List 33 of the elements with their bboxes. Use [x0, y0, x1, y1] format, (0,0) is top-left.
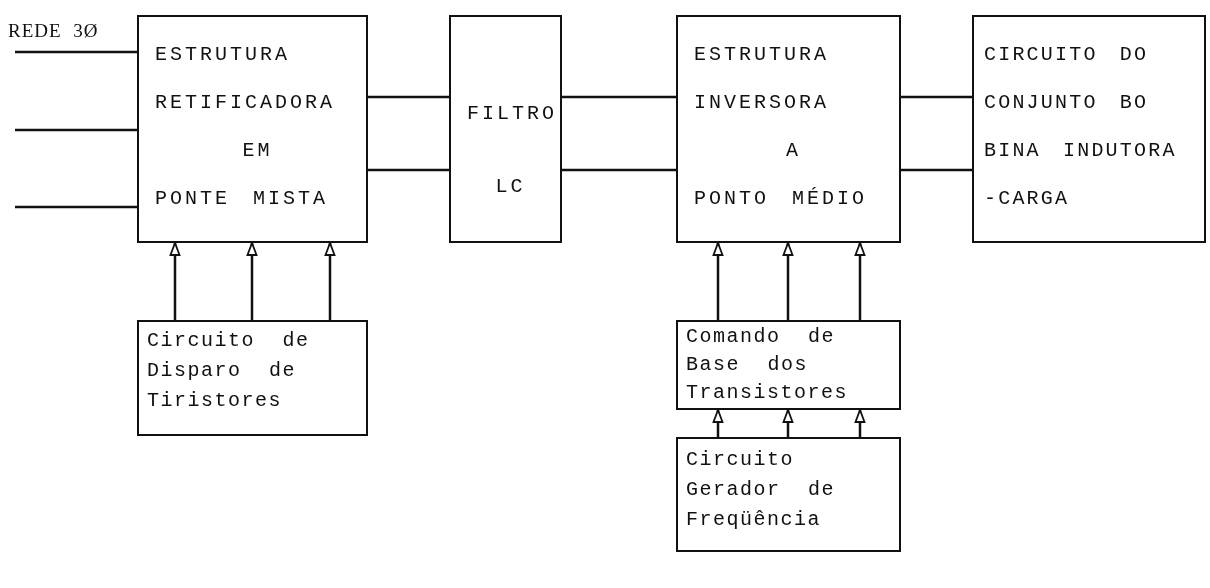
block-label: ESTRUTURA INVERSORA A PONTO MÉDIO: [694, 42, 869, 212]
arrow: [324, 242, 336, 320]
connection-line: [562, 168, 676, 172]
arrow: [782, 242, 794, 320]
arrow: [712, 409, 724, 437]
connection-line: [15, 128, 137, 132]
arrow: [854, 242, 866, 320]
block-label: FILTRO LC: [467, 101, 554, 200]
connection-line: [562, 95, 676, 99]
block-box: [676, 437, 901, 552]
connection-line: [901, 168, 972, 172]
block-label: Circuito de Disparo de Tiristores: [147, 328, 311, 414]
block-box: [449, 15, 562, 243]
arrow: [854, 409, 866, 437]
block-box: [676, 15, 901, 243]
block-box: [137, 320, 368, 436]
block-label: Comando de Base dos Transistores: [686, 324, 850, 406]
input-label: REDE 3Ø: [8, 20, 99, 42]
connection-line: [368, 168, 449, 172]
block-label: Circuito Gerador de Freqüência: [686, 447, 837, 533]
block-box: [972, 15, 1206, 243]
arrow: [712, 242, 724, 320]
connection-line: [15, 205, 137, 209]
connection-line: [15, 50, 137, 54]
arrow: [169, 242, 181, 320]
connection-line: [368, 95, 449, 99]
arrow: [246, 242, 258, 320]
block-label: CIRCUITO DO CONJUNTO BO BINA INDUTORA -CARGA: [984, 42, 1178, 212]
arrow: [782, 409, 794, 437]
block-label: ESTRUTURA RETIFICADORA EM PONTE MISTA: [155, 42, 337, 212]
block-box: [137, 15, 368, 243]
connection-line: [901, 95, 972, 99]
block-box: [676, 320, 901, 410]
